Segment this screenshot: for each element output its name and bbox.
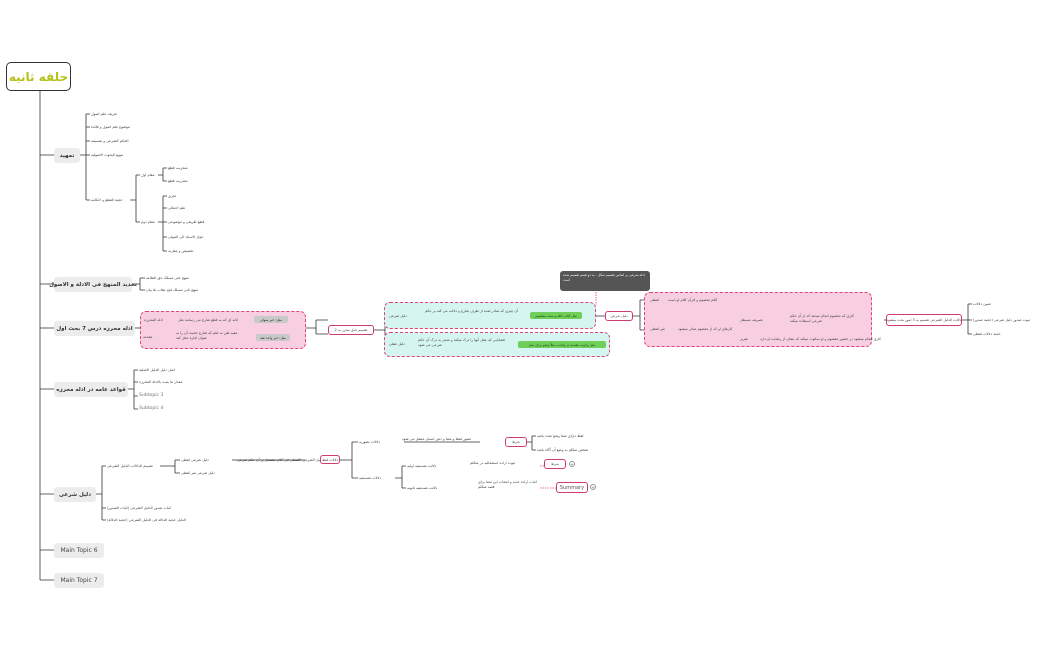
example-tag[interactable]: مثل: خبر واحد ثقه: [256, 334, 290, 341]
boundary-daleel-sharei: [644, 292, 872, 347]
subtopic[interactable]: تعیین دلالات: [973, 302, 991, 306]
node-dalalat[interactable]: دلالات لفظ: [320, 455, 340, 464]
subtopic[interactable]: الدلیل حجیة الدلالة فی الدلیل الشرعی (حج…: [107, 518, 186, 522]
node-taqsim[interactable]: تقسیم دلیل محرز به 2: [328, 325, 374, 335]
subtopic-hojjat[interactable]: حجیة القطع و احکامه: [91, 198, 123, 202]
subtopic[interactable]: معذریت قطع: [168, 179, 188, 183]
subtopic[interactable]: الحکم الشرعی و تقسیمه: [91, 139, 129, 143]
subtopic[interactable]: جواز الاسناد الی المولی: [168, 235, 204, 239]
subtopic-maqam2[interactable]: مقام دوم: [141, 220, 155, 224]
subtopic[interactable]: مقدار ما یثبت بالادلة المحرزه: [139, 380, 183, 384]
subtopic[interactable]: دلالات تصوریه: [359, 440, 380, 444]
main-topic-tamhid[interactable]: تمهید: [54, 148, 80, 163]
subtopic[interactable]: منهج ثانی مسلک قبح عقاب بلا بیان: [146, 288, 198, 292]
subtopic[interactable]: دلالت تصدیقیه اولیه: [407, 464, 437, 468]
subtopic[interactable]: مفید ظن نه علم که شارع حجیت آن را به عنو…: [176, 331, 238, 340]
subtopic[interactable]: شخص متکلم به وضع آن آگاه باشد: [537, 448, 589, 452]
subtopic[interactable]: الدلیل الشرعی اللفظی فی کلام مشتمل بر آن…: [237, 458, 325, 462]
highlight-example[interactable]: مثل کتاب الله و سنت معصوم: [530, 312, 582, 319]
main-topic-qawaid[interactable]: قواعد عامه در ادله محرزه: [54, 382, 128, 397]
node-shart2[interactable]: شرط: [544, 459, 566, 469]
subtopic[interactable]: اصل دلیل الدلیل الاصلیة: [139, 368, 175, 372]
subtopic[interactable]: تخصیص و مقارنه: [168, 249, 194, 253]
subtopic-taqrir[interactable]: تقریر: [740, 337, 748, 341]
subtopic[interactable]: لفظ دارای معنا وضع شده باشد: [537, 434, 584, 438]
node-daleel-sharei[interactable]: دلیل شرعی: [605, 311, 633, 321]
subtopic[interactable]: ثبوت صدور دلیل شرعی (حجیة صدور): [973, 318, 1030, 322]
expand-icon[interactable]: +: [590, 484, 596, 490]
subtopic[interactable]: کلام معصوم و قرآن کلام او است: [668, 298, 718, 302]
main-topic-7[interactable]: Main Topic 7: [54, 573, 104, 588]
subtopic[interactable]: قضایایی که عقل آنها را درک میکند و منجر …: [418, 338, 505, 347]
subtopic-lafzi[interactable]: لفظی: [650, 298, 659, 302]
subtopic[interactable]: اثبات صدور الدلیل الشرعی (اثبات الصدور): [107, 506, 171, 510]
subtopic[interactable]: کاری انجام میشود در حضور معصوم و او سکوت…: [760, 337, 881, 341]
subtopic[interactable]: کاری که معصوم انجام میدهد که از آن حکم ش…: [790, 314, 854, 323]
subtopic-ghayr-lafzi[interactable]: غیر لفظی: [650, 327, 665, 331]
subtopic[interactable]: ادله ای که به قطع شارع می رسانند مثل: [178, 318, 239, 322]
subtopic[interactable]: دلالات تصدیقیه: [359, 476, 382, 480]
node-shart[interactable]: شرط: [505, 437, 527, 447]
example-tag[interactable]: مثل: خبر متواتر: [254, 316, 288, 323]
summary-node[interactable]: Summary: [556, 482, 588, 493]
subtopic[interactable]: تجری: [168, 194, 177, 198]
subtopic[interactable]: حجیة دلالات لفظی: [973, 332, 1001, 336]
subtopic-maqam1[interactable]: مقام اول: [141, 173, 155, 177]
subtopic[interactable]: منهج علی مسلک حق الطاعه: [146, 276, 189, 280]
subtopic[interactable]: تصور لفظ و معنا و ذهن انسان منتقل می شود: [402, 437, 471, 441]
subtopic[interactable]: دلیل شرعی لفظی: [181, 458, 209, 462]
subtopic[interactable]: تقسیم الدلالات الدلیل الشرعی: [107, 464, 153, 468]
subtopic[interactable]: منجزیت قطع: [168, 166, 188, 170]
subtopic[interactable]: آن چیزی که صادر شده از طرف شارع و دلالت …: [425, 309, 518, 313]
root-topic[interactable]: حلقه ثانیه: [6, 62, 71, 91]
subtopic[interactable]: دلالت تصدیقیه ثانویه: [407, 486, 438, 490]
subtopic-def[interactable]: ادله المحرزه: [144, 318, 163, 322]
callout-note: ادله شرعی بر اساس تقسیم شکل ، به دو قسم …: [560, 271, 650, 291]
subtopic[interactable]: اثبات اراده جدیه و انتخاب این معنا برای …: [478, 480, 537, 489]
subtopic-sharei[interactable]: دلیل شرعی: [389, 314, 407, 318]
main-topic-dars7[interactable]: ادله محرزه درس 7 بحث اول: [54, 321, 135, 336]
subtopic-tasrif[interactable]: تصریف مستقل: [740, 318, 763, 322]
main-topic-dalil-sharei[interactable]: دلیل شرعی: [54, 487, 96, 502]
subtopic[interactable]: دلیل شرعی غیر لفظی: [181, 471, 215, 475]
subtopic[interactable]: ثبوت اراده استعمالیه در متکلم: [470, 461, 516, 465]
main-topic-6[interactable]: Main Topic 6: [54, 543, 104, 558]
subtopic-bayan[interactable]: مقدمه: [143, 335, 153, 339]
main-topic-tahdid[interactable]: تحدید المنهج فی الادلة و الاصول: [49, 277, 137, 292]
subtopic[interactable]: تنویع البحوث الاصولیه: [91, 153, 123, 157]
subtopic[interactable]: علم اجمالی: [168, 206, 186, 210]
subtopic[interactable]: Subtopic 3: [139, 393, 164, 398]
subtopic[interactable]: موضوع علم اصول و فائدة: [91, 125, 130, 129]
highlight-example[interactable]: مثل وجوب مقدمه ی واجب، مثلاً وضو برای نم…: [518, 341, 606, 348]
subtopic-aqli[interactable]: دلیل عقلی: [389, 342, 405, 346]
subtopic[interactable]: تعریف علم اصول: [91, 112, 117, 116]
node-note[interactable]: دلالت الدلیل الشرعی تقسیم به 3 امور بحث …: [886, 314, 962, 326]
subtopic[interactable]: کارهای او که از معصوم صادر میشود: [678, 327, 733, 331]
subtopic[interactable]: Subtopic 4: [139, 406, 164, 411]
expand-icon[interactable]: +: [569, 461, 575, 467]
subtopic[interactable]: قطع طریقی و موضوعی: [168, 220, 205, 224]
